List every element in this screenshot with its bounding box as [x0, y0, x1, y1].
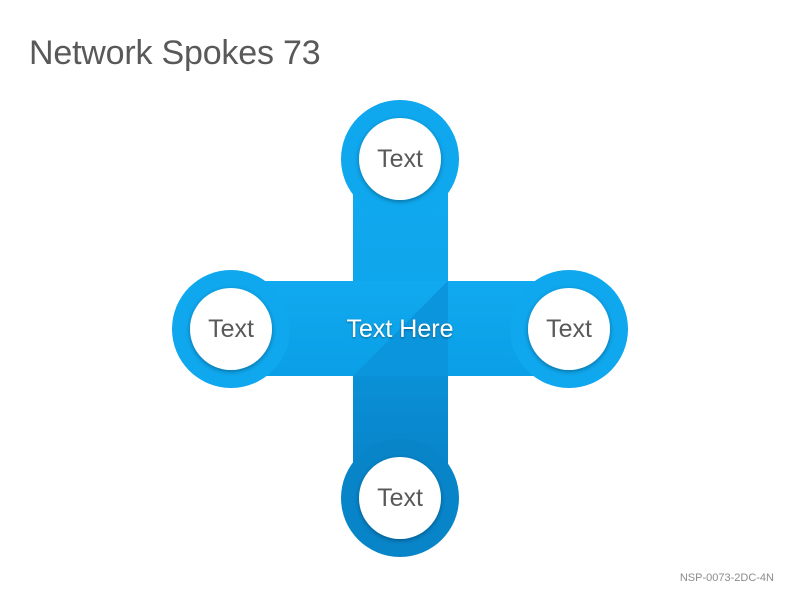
page-title: Network Spokes 73	[29, 34, 321, 72]
node-disc-left	[190, 288, 272, 370]
center-shade-triangle	[353, 281, 448, 376]
node-disc-right	[528, 288, 610, 370]
node-disc-top	[359, 118, 441, 200]
node-discs	[190, 118, 610, 539]
center-label: Text Here	[347, 315, 454, 343]
node-label-top: Text	[377, 145, 423, 173]
node-disc-bottom	[359, 457, 441, 539]
footer-code: NSP-0073-2DC-4N	[679, 572, 774, 584]
node-label-left: Text	[208, 315, 254, 343]
node-label-bottom: Text	[377, 484, 423, 512]
node-label-right: Text	[546, 315, 592, 343]
